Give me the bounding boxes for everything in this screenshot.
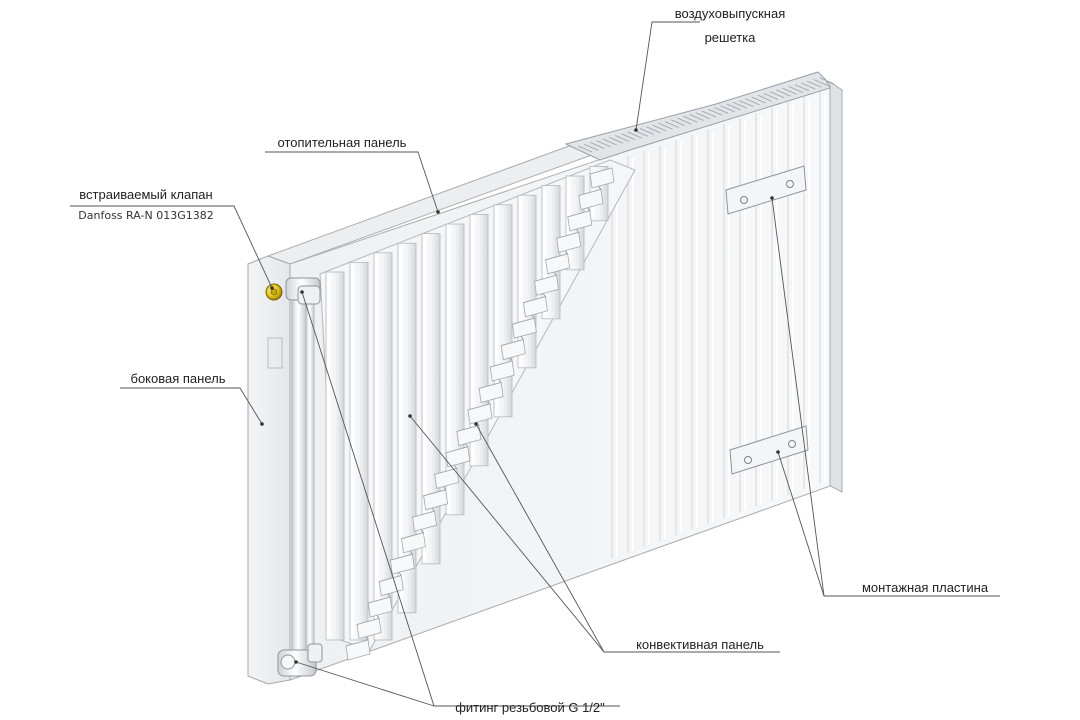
grille-slot — [577, 145, 593, 153]
valve-head-center — [270, 288, 278, 296]
grille-slot — [602, 138, 617, 146]
label-valve-line1: встраиваемый клапан — [79, 187, 212, 202]
grille-slot — [627, 131, 642, 139]
grille-slot — [664, 121, 679, 128]
grille-slot — [794, 84, 810, 92]
grille-slot — [652, 124, 667, 132]
vertical-pipe — [291, 287, 307, 659]
zigzag-fold — [578, 188, 604, 210]
grille-slot — [763, 93, 779, 100]
mounting-plate-upper — [725, 165, 807, 215]
grille-slot — [732, 101, 748, 109]
grille-slot — [701, 110, 717, 118]
grille-slot — [683, 115, 698, 123]
zigzag-fold — [356, 618, 382, 640]
zigzag-fold — [478, 382, 504, 404]
grille-slot — [608, 136, 624, 144]
leader-mounting-plate-2 — [777, 451, 825, 597]
grille-slot — [745, 98, 760, 106]
convector-fin — [325, 271, 345, 641]
zigzag-fold — [511, 317, 537, 339]
grille-slot — [615, 135, 630, 142]
convector-fin — [373, 252, 393, 641]
grille-slot — [782, 87, 797, 95]
zigzag-fold — [345, 639, 371, 661]
grille-slot — [726, 103, 741, 111]
grille-slot — [639, 128, 655, 135]
convector-fin — [397, 242, 417, 614]
zigzag-fold — [434, 467, 460, 489]
grille-slot — [658, 122, 673, 130]
zigzag-fold — [445, 446, 471, 468]
zigzag-fold — [500, 339, 526, 361]
leader-convection-panel-2 — [475, 423, 605, 653]
zigzag-fold — [589, 167, 615, 189]
zigzag-fold — [367, 596, 393, 618]
leader-fitting-2 — [295, 661, 435, 707]
zigzag-fold — [423, 489, 449, 511]
grille-slot — [813, 79, 828, 86]
zigzag-fold — [467, 403, 493, 425]
zigzag-fold — [567, 210, 593, 232]
zigzag-fold — [401, 532, 426, 554]
zigzag-fold — [456, 424, 482, 446]
leader-heating-panel — [265, 151, 439, 213]
grille-slot — [819, 77, 834, 85]
zigzag-fold — [489, 360, 515, 382]
label-side-panel: боковая панель — [131, 371, 226, 386]
zigzag-fold — [545, 253, 571, 275]
grille-slot — [807, 80, 822, 88]
grille-slot — [801, 82, 816, 90]
grille-slot — [776, 89, 791, 97]
label-air-grille-line2: решетка — [705, 30, 757, 45]
grille-slot — [708, 108, 723, 116]
grille-slot — [788, 86, 803, 93]
label-fitting: фитинг резьбовой G 1/2" — [455, 700, 605, 715]
convector-fin — [349, 261, 369, 641]
grille-slot — [720, 105, 735, 113]
grille-slot — [677, 117, 692, 125]
grille-slots — [577, 77, 834, 153]
grille-slot — [739, 100, 754, 107]
label-air-grille-line1: воздуховыпускная — [675, 6, 785, 21]
label-valve-line2: Danfoss RA-N 013G1382 — [78, 209, 213, 222]
leader-side-panel — [120, 387, 263, 425]
grille-slot — [770, 91, 785, 99]
leader-air-grille — [635, 21, 700, 131]
grille-slot — [714, 107, 729, 114]
leader-valve — [70, 205, 273, 289]
labels: воздуховыпускная решетка отопительная па… — [78, 6, 989, 715]
grille-slot — [621, 133, 636, 141]
zigzag-fold — [523, 296, 548, 318]
radiator — [247, 71, 844, 685]
vertical-pipe-inner — [305, 295, 315, 647]
grille-slot — [670, 119, 686, 127]
grille-slot — [584, 143, 599, 151]
grille-slot — [757, 94, 772, 102]
grille-slot — [646, 126, 661, 134]
side-panel — [247, 255, 291, 685]
label-mounting-plate: монтажная пластина — [862, 580, 989, 595]
zigzag-fold — [556, 231, 582, 253]
grille-slot — [596, 140, 611, 148]
label-heating-panel: отопительная панель — [278, 135, 407, 150]
convector-fin — [469, 213, 489, 467]
valve-fitting-top — [285, 277, 321, 305]
mounting-plate-lower — [729, 425, 809, 475]
grille-slot — [751, 96, 766, 104]
label-convection-panel: конвективная панель — [636, 637, 764, 652]
grille-slot — [590, 142, 605, 149]
grille-slot — [695, 112, 710, 120]
radiator-right-end — [829, 81, 843, 493]
zigzag-fold — [412, 510, 437, 532]
side-panel-logo — [267, 337, 283, 369]
leader-lines — [70, 21, 1000, 707]
zigzag-fold — [534, 274, 559, 296]
grille-slot — [689, 114, 704, 121]
